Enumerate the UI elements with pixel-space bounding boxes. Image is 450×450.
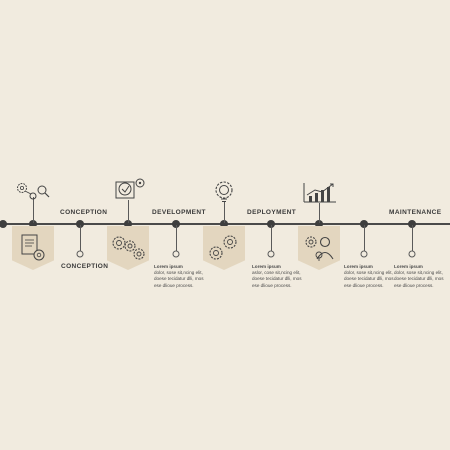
stem-ring (267, 250, 275, 258)
stem (319, 203, 320, 223)
document-gear-icon (21, 234, 45, 261)
stem (33, 197, 34, 223)
stem (271, 225, 272, 251)
growth-chart-icon (303, 183, 336, 203)
stem (364, 225, 365, 251)
clock-monitor-icon (115, 178, 145, 199)
timeline-node (220, 220, 228, 228)
description-title: Lorem ipsum (394, 264, 423, 269)
stem-ring (172, 250, 180, 258)
heading-conception: CONCEPTION (60, 209, 108, 216)
stage-shield-4 (298, 226, 340, 270)
stem-ring (360, 250, 368, 258)
gears-pair-icon (209, 235, 237, 260)
gears-icon (112, 236, 145, 260)
stage-shield-2 (107, 226, 149, 270)
heading-development: DEVELOPMENT (152, 209, 206, 216)
description-body: dolor, sose sit,ncing elit, doese tecida… (154, 270, 204, 288)
description-body: aslor, cose sit,ncing elit, doese tecida… (252, 270, 302, 288)
timeline-node (360, 220, 368, 228)
stem-ring (76, 250, 84, 258)
description-block: Lorem ipsum dolor, sose sit,ncing elit, … (344, 264, 394, 289)
stem (128, 200, 129, 223)
description-title: Lorem ipsum (344, 264, 373, 269)
heading-deployment: DEPLOYMENT (247, 209, 297, 216)
stem-ring (408, 250, 416, 258)
description-block: Lorem ipsum dolor, sose sit,ncing elit, … (394, 264, 444, 289)
heading-conception-bottom: CONCEPTION (61, 263, 109, 270)
stem (80, 225, 81, 251)
description-block: Lorem ipsum aslor, cose sit,ncing elit, … (252, 264, 302, 289)
timeline-node (315, 220, 323, 228)
description-title: Lorem ipsum (154, 264, 183, 269)
description-block: Lorem ipsum dolor, sose sit,ncing elit, … (154, 264, 204, 289)
description-title: Lorem ipsum (252, 264, 281, 269)
stage-shield-3 (203, 226, 245, 270)
timeline-node (172, 220, 180, 228)
timeline-node (0, 220, 7, 228)
timeline-node (124, 220, 132, 228)
stem (412, 225, 413, 251)
description-body: dolor, sose sit,ncing elit, doese tecida… (394, 270, 444, 288)
user-settings-icon (305, 236, 334, 261)
description-body: dolor, sose sit,ncing elit, doese tecida… (344, 270, 394, 288)
stem (224, 202, 225, 223)
timeline-node (408, 220, 416, 228)
timeline-node (29, 220, 37, 228)
timeline-node (76, 220, 84, 228)
timeline-node (267, 220, 275, 228)
lightbulb-gear-icon (215, 181, 233, 202)
idea-gears-icon (17, 183, 50, 200)
heading-maintenance: MAINTENANCE (389, 209, 442, 216)
stem (176, 225, 177, 251)
stage-shield-1 (12, 226, 54, 270)
